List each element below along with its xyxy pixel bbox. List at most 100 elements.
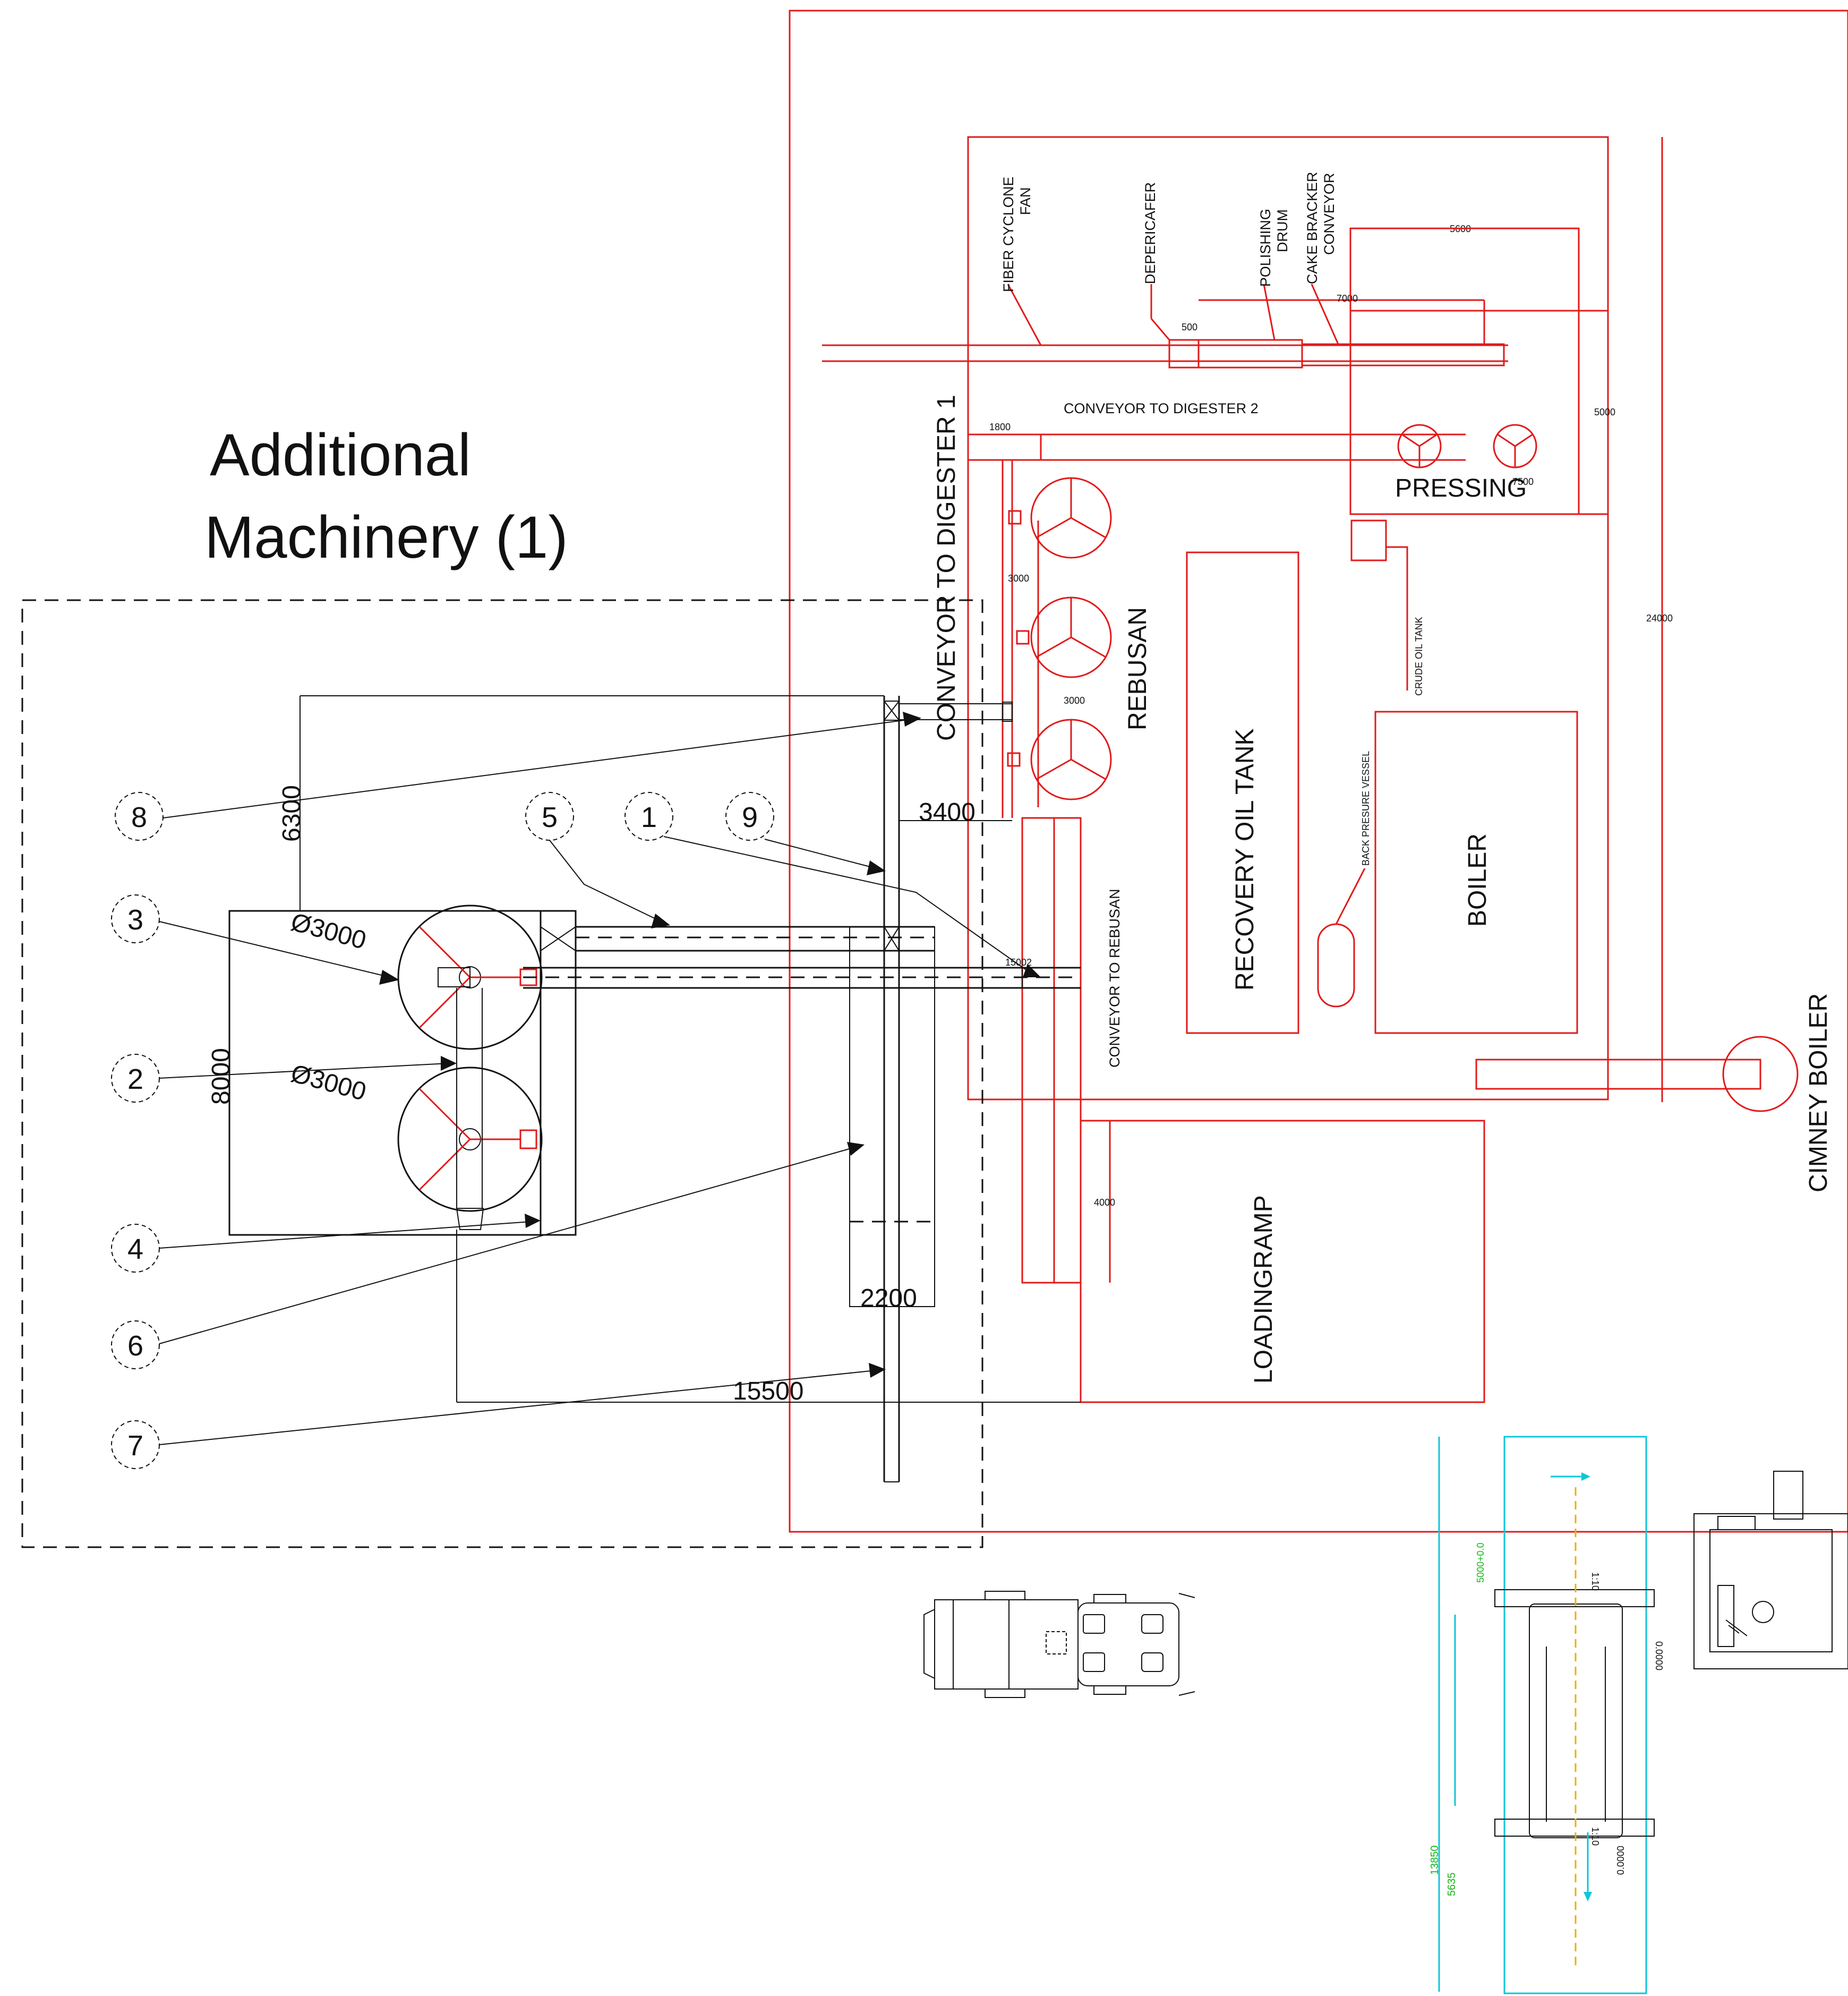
rebusan-2-door <box>1016 630 1030 645</box>
truck-wheel-1 <box>985 1591 1025 1600</box>
additional-machinery: 6300 8000 Ø3000 Ø3000 15002 <box>21 599 1081 1548</box>
truck-cab-detail-1 <box>1083 1614 1105 1634</box>
label-fiber-fan: FAN <box>1017 187 1033 215</box>
leader-1 <box>663 836 1033 975</box>
arrow-6 <box>847 1142 865 1156</box>
label-conveyor-digester1: CONVEYOR TO DIGESTER 1 <box>932 395 961 741</box>
callout-circle-6 <box>111 1320 160 1369</box>
dim-13850: 13850 <box>1429 1845 1441 1875</box>
truck-rear <box>923 1609 935 1679</box>
dim-4000: 4000 <box>1094 1197 1115 1208</box>
tag-d: 0.0000 <box>1615 1846 1626 1875</box>
house-outer <box>1693 1513 1848 1669</box>
depericarper-box <box>1168 339 1200 369</box>
tag-a: 5000+0.0 <box>1475 1542 1486 1583</box>
dim-2200: 2200 <box>860 1284 917 1312</box>
press-2-blades <box>1497 433 1533 467</box>
truck-seat-2 <box>1141 1652 1163 1672</box>
house-porch <box>1773 1471 1803 1520</box>
recovery-oil-tank <box>1186 551 1299 1034</box>
label-cimney-boiler: CIMNEY BOILER <box>1804 993 1833 1192</box>
dia-3000-1: Ø3000 <box>288 908 369 954</box>
rebusan-1-door <box>1008 510 1022 525</box>
drum-2-rays <box>418 1088 520 1191</box>
leader-6 <box>159 1147 855 1344</box>
rail-cross <box>540 926 576 951</box>
leader-depericarper-2 <box>1150 318 1170 340</box>
sterilizer-side-rail <box>540 910 577 1236</box>
leader-polishing <box>1263 284 1276 340</box>
truck-cab-detail-2 <box>1083 1652 1105 1672</box>
dim-7000: 7000 <box>1337 293 1358 304</box>
label-drum: DRUM <box>1274 209 1290 252</box>
callout-9: 9 <box>742 801 758 833</box>
boiler <box>1374 711 1578 1034</box>
truck-wheel-4 <box>1093 1685 1126 1695</box>
callout-7: 7 <box>127 1430 143 1462</box>
cake-breaker-box <box>1301 343 1505 366</box>
rebusan-2-blades <box>1036 598 1106 658</box>
feeder-8-box <box>1002 702 1013 722</box>
callout-4: 4 <box>127 1233 143 1265</box>
leader-3 <box>159 921 391 978</box>
conveyor-rebusan <box>1021 817 1082 1284</box>
label-depericafer: DEPERICAFER <box>1142 182 1158 284</box>
weighbridge-deck <box>1503 1436 1647 1994</box>
arrow-1 <box>1023 964 1041 977</box>
loading-ramp <box>1080 1120 1485 1403</box>
house-chair <box>1752 1601 1774 1623</box>
hopper-6 <box>849 926 935 1307</box>
label-fiber-cyclone: FIBER CYCLONE <box>1000 176 1016 292</box>
conveyor-7-head-cross <box>884 701 900 721</box>
weighbridge-beam-top <box>1494 1589 1655 1607</box>
truck-body <box>934 1599 1079 1690</box>
dim-5000: 5000 <box>1594 407 1615 417</box>
drum-1-chute <box>438 967 470 987</box>
tag-e: 1:10 <box>1590 1827 1601 1846</box>
label-conveyor-rebusan: CONVEYOR TO REBUSAN <box>1107 889 1123 1068</box>
label-recovery-oil-tank: RECOVERY OIL TANK <box>1231 729 1259 991</box>
arrow-4 <box>525 1214 541 1228</box>
truck-wheel-2 <box>985 1688 1025 1698</box>
leader-7 <box>159 1370 877 1445</box>
dim-5635: 5635 <box>1446 1873 1458 1897</box>
label-polishing: POLISHING <box>1257 209 1273 287</box>
weighbridge: 13850 5635 5000+0.0 1:10 0.0000 0.0000 1… <box>1429 1436 1664 1994</box>
pressing-area <box>1349 227 1580 515</box>
house-detail <box>1725 1619 1748 1636</box>
callout-circle-1 <box>624 792 673 841</box>
dim-3000-b: 3000 <box>1064 695 1085 706</box>
label-loadingramp: LOADINGRAMP <box>1250 1195 1278 1384</box>
truck-mirrors <box>1178 1593 1195 1696</box>
house-inner <box>1709 1529 1833 1652</box>
callout-6: 6 <box>127 1330 143 1362</box>
title-line-1: Additional <box>210 422 471 488</box>
arrow-8 <box>903 712 921 727</box>
bpv-leader <box>1335 868 1366 925</box>
callout-2: 2 <box>127 1063 143 1095</box>
flow-arrowhead-top <box>1581 1472 1590 1481</box>
leader-cake <box>1311 284 1339 345</box>
factory-layout: 24000 7000 500 FIBER CYCLONE FAN DEPERIC… <box>789 10 1848 1533</box>
callout-8: 8 <box>131 801 147 833</box>
dim-8000: 8000 <box>207 1048 235 1105</box>
label-back-pressure-vessel: BACK PRESURE VESSEL <box>1361 751 1371 866</box>
label-cake-bracker: CAKE BRACKER <box>1304 172 1320 284</box>
weighbridge-beam-bottom <box>1494 1819 1655 1837</box>
leader-5 <box>549 840 662 922</box>
label-crude-oil-tank: CRUDE OIL TANK <box>1414 617 1424 696</box>
conveyor-7-head <box>884 701 900 721</box>
truck-seat-1 <box>1141 1614 1163 1634</box>
conveyor-7-joint-cross <box>884 926 900 951</box>
house-desk <box>1717 1585 1734 1647</box>
callout-3: 3 <box>127 904 143 936</box>
crude-oil-tank <box>1350 519 1387 561</box>
rebusan-1-blades <box>1036 478 1106 539</box>
label-pressing: PRESSING <box>1395 474 1527 502</box>
dim-press-small: 7500 <box>1512 476 1534 487</box>
truck-tank <box>1046 1631 1067 1654</box>
press-1-blades <box>1401 433 1438 467</box>
dim-1800: 1800 <box>989 422 1011 432</box>
dim-500: 500 <box>1182 322 1197 332</box>
